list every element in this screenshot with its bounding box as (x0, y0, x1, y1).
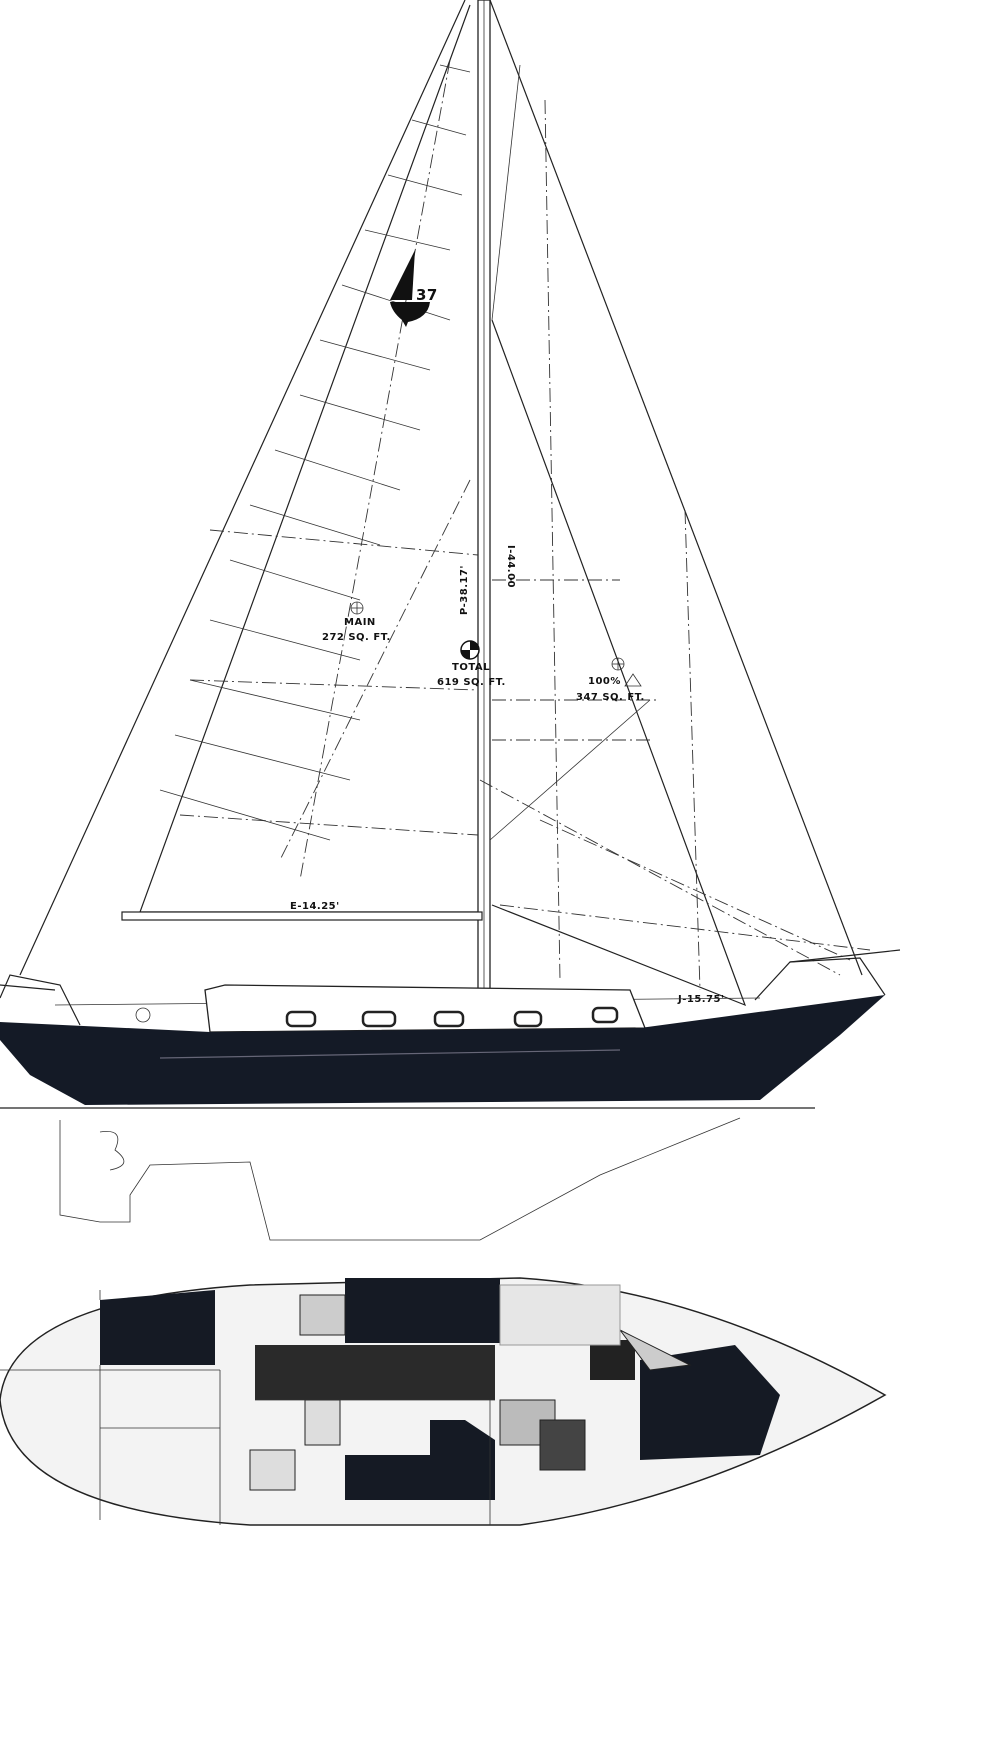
interior-plan (0, 1277, 887, 1526)
forestay (489, 0, 863, 976)
backstay (19, 0, 466, 976)
sheer-stripe (159, 1049, 621, 1059)
cabin-trunk (135, 984, 646, 1033)
mainsail (139, 4, 479, 913)
main-label: MAIN (344, 617, 376, 628)
triangle-icon (624, 673, 642, 687)
headsail (479, 64, 871, 1007)
total-area: 619 SQ. FT. (437, 677, 506, 688)
dimension-j: J-15.75' (677, 994, 725, 1005)
keel-profile (59, 1117, 741, 1241)
boom (121, 911, 483, 921)
sail-labels: MAIN 272 SQ. FT. TOTAL 619 SQ. FT. 100% … (290, 545, 725, 1005)
rigging (19, 0, 863, 996)
total-label: TOTAL (452, 662, 490, 673)
dimension-e: E-14.25' (290, 901, 340, 912)
hull (0, 995, 885, 1105)
sail-logo: 37 (390, 250, 438, 327)
dimension-i: I-44.00 (505, 545, 516, 588)
dimension-p: P-38.17' (459, 565, 470, 615)
jib-label: 100% (588, 676, 621, 687)
jib-area: 347 SQ. FT. (576, 692, 645, 703)
logo-number: 37 (416, 286, 438, 304)
main-area: 272 SQ. FT. (322, 632, 391, 643)
